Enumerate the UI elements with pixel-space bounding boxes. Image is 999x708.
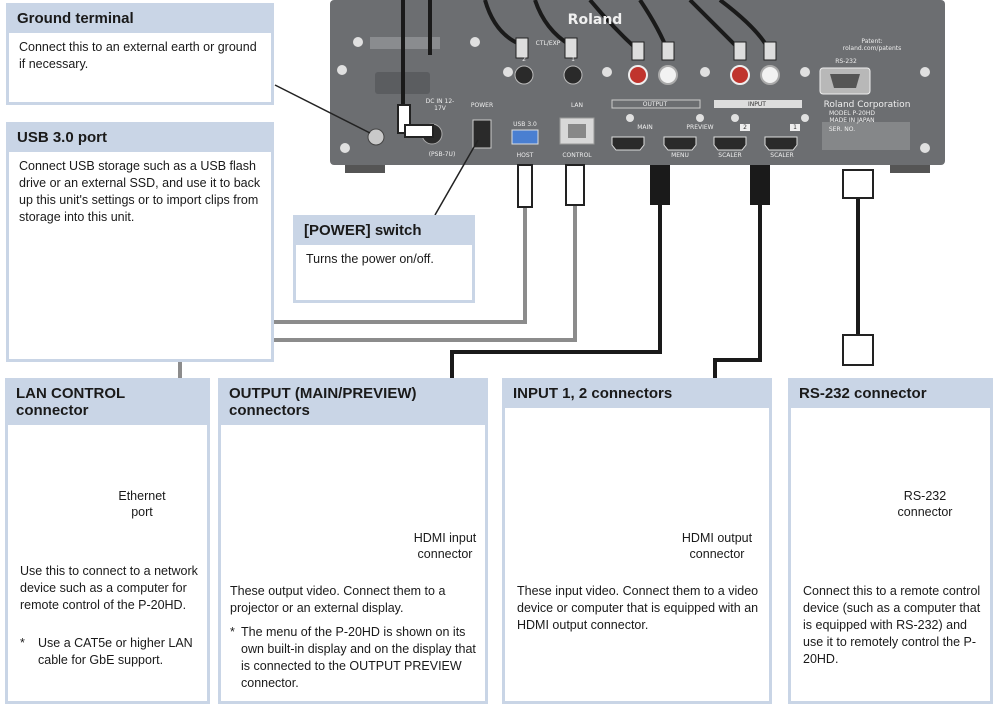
lan-control-title: LAN CONTROL connector xyxy=(8,381,207,425)
rs232-panel: RS-232 connector xyxy=(788,378,993,704)
ground-terminal-callout: Ground terminal Connect this to an exter… xyxy=(6,3,274,105)
ground-terminal xyxy=(367,128,385,146)
input-title: INPUT 1, 2 connectors xyxy=(505,381,769,408)
input-panel: INPUT 1, 2 connectors xyxy=(502,378,772,704)
power-switch-title: [POWER] switch xyxy=(296,218,472,245)
input-2-label: 2 xyxy=(740,124,750,131)
lan-control-text: Use this to connect to a network device … xyxy=(20,564,198,612)
usb-plug xyxy=(517,164,533,208)
ethernet-port-label: Ethernet port xyxy=(118,489,166,519)
input-text: These input video. Connect them to a vid… xyxy=(517,584,759,632)
hdmi-ports xyxy=(611,136,798,151)
preview-label: PREVIEW xyxy=(686,124,714,131)
hdmi-output-connector-label: HDMI output connector xyxy=(681,531,753,561)
model-label: MODEL P-20HD xyxy=(829,110,875,117)
ground-terminal-text: Connect this to an external earth or gro… xyxy=(19,40,257,71)
ground-terminal-title: Ground terminal xyxy=(9,6,271,33)
ctl-exp-label: CTL/EXP xyxy=(535,40,561,47)
rca-jacks xyxy=(628,65,780,85)
power-label: POWER xyxy=(470,102,494,109)
jack-2-label: 2 xyxy=(522,56,526,63)
lan-control-note: Use a CAT5e or higher LAN cable for GbE … xyxy=(38,636,193,667)
usb-label: USB 3.0 xyxy=(513,121,537,128)
power-switch-callout: [POWER] switch Turns the power on/off. xyxy=(293,215,475,303)
input-label: INPUT xyxy=(748,101,766,108)
lan-note-mark: * xyxy=(20,636,25,650)
input-1-label: 1 xyxy=(790,124,800,131)
device-brand: Roland xyxy=(567,12,623,28)
output-note: The menu of the P-20HD is shown on its o… xyxy=(241,625,476,690)
main-label: MAIN xyxy=(637,124,653,131)
power-switch-text: Turns the power on/off. xyxy=(306,252,434,266)
usb-port-callout: USB 3.0 port Connect USB storage such as… xyxy=(6,122,274,362)
rs232-title: RS-232 connector xyxy=(791,381,990,408)
screw-icons xyxy=(337,37,930,153)
patent-label: Patent: roland.com/patents xyxy=(842,38,902,52)
control-label: CONTROL xyxy=(562,152,592,159)
psb-label: (PSB-7U) xyxy=(428,151,456,158)
lan-label: LAN xyxy=(570,102,584,109)
serial-label: SER. NO. xyxy=(828,126,856,133)
lan-plug xyxy=(565,164,585,206)
hdmi-plug-input xyxy=(750,165,770,205)
hdmi-plug-output xyxy=(650,165,670,205)
jack-1-label: 1 xyxy=(571,56,575,63)
rs232-port-label: RS-232 xyxy=(835,58,857,65)
output-label: OUTPUT xyxy=(642,101,668,108)
scaler-2-label: SCALER xyxy=(718,152,742,159)
output-panel: OUTPUT (MAIN/PREVIEW) connectors xyxy=(218,378,488,704)
hdmi-input-connector-label: HDMI input connector xyxy=(413,531,477,561)
dc-in-label: DC IN 12-17V xyxy=(425,98,455,112)
host-label: HOST xyxy=(516,152,534,159)
output-note-mark: * xyxy=(230,625,235,639)
menu-label: MENU xyxy=(671,152,689,159)
corp-label: Roland Corporation xyxy=(823,100,911,110)
made-in-label: MADE IN JAPAN xyxy=(829,117,875,124)
output-text: These output video. Connect them to a pr… xyxy=(230,584,446,615)
usb-port-text: Connect USB storage such as a USB flash … xyxy=(19,159,261,224)
usb-port-title: USB 3.0 port xyxy=(9,125,271,152)
rs232-text: Connect this to a remote control device … xyxy=(803,584,981,666)
output-title: OUTPUT (MAIN/PREVIEW) connectors xyxy=(221,381,485,425)
scaler-1-label: SCALER xyxy=(770,152,794,159)
rs232-connector-label: RS-232 connector xyxy=(897,489,953,519)
usb-port xyxy=(511,129,539,145)
lan-control-panel: LAN CONTROL connector xyxy=(5,378,210,704)
